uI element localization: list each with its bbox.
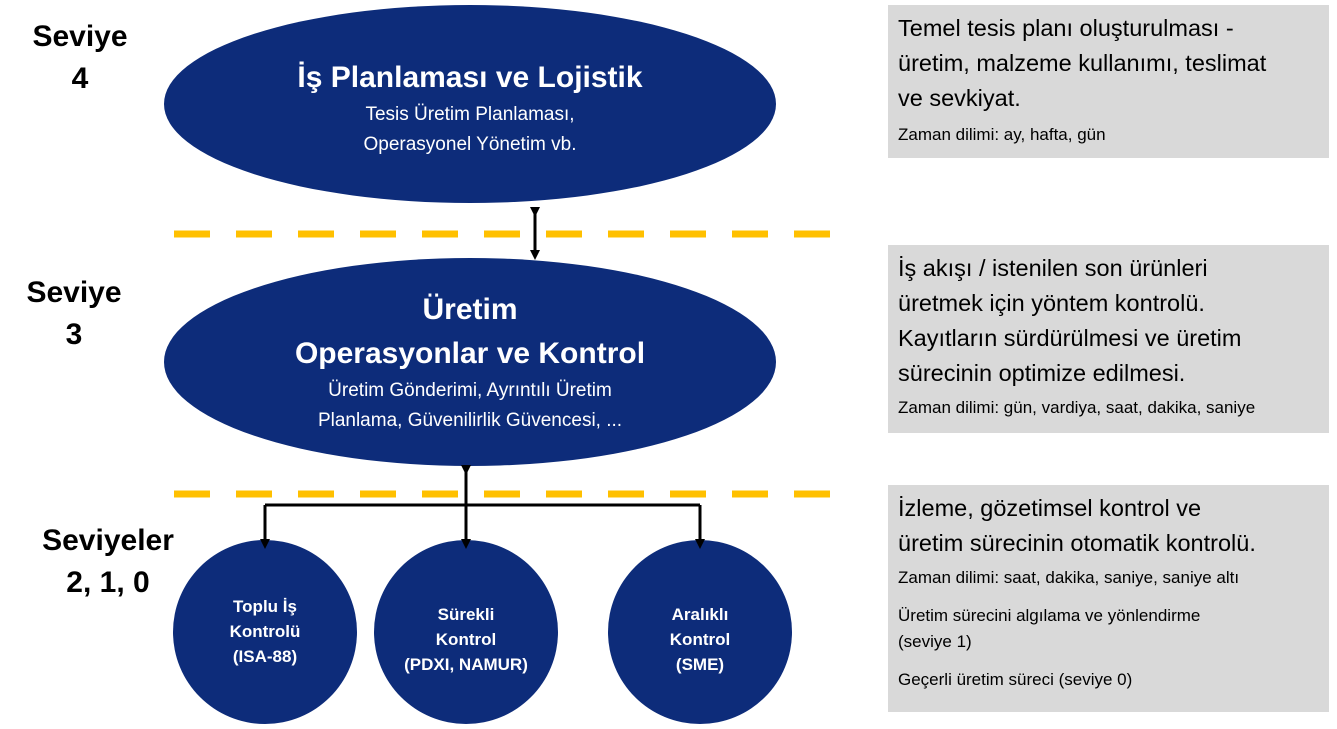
level-1-sensing-line1: Üretim sürecini algılama ve yönlendirme	[898, 606, 1201, 625]
planning-node-text: İş Planlaması ve Lojistik Tesis Üretim P…	[230, 56, 710, 160]
level-3-info-box: İş akışı / istenilen son ürünleri üretme…	[888, 245, 1329, 433]
discrete-control-line3: (SME)	[675, 655, 725, 674]
operations-node-text: Üretim Operasyonlar ve Kontrol Üretim Gö…	[230, 288, 710, 436]
continuous-control-text: Sürekli Kontrol (PDXI, NAMUR)	[376, 602, 556, 677]
batch-control-circle	[173, 540, 357, 724]
level-4-description: Temel tesis planı oluşturulması - üretim…	[898, 11, 1319, 116]
level-4-description-line3: ve sevkiyat.	[898, 85, 1021, 111]
continuous-control-line1: Sürekli	[437, 605, 495, 624]
planning-ellipse	[164, 5, 776, 203]
level-210-description: İzleme, gözetimsel kontrol ve üretim sür…	[898, 491, 1319, 561]
level-3-description-line3: Kayıtların sürdürülmesi ve üretim	[898, 325, 1242, 351]
batch-control-line2: Kontrolü	[229, 622, 301, 641]
level-4-timeframe: Zaman dilimi: ay, hafta, gün	[898, 125, 1106, 144]
planning-subtitle-line2: Operasyonel Yönetim vb.	[363, 134, 577, 155]
operations-ellipse	[164, 258, 776, 466]
level-3-description: İş akışı / istenilen son ürünleri üretme…	[898, 251, 1319, 391]
planning-title: İş Planlaması ve Lojistik	[297, 61, 643, 94]
batch-control-line3: (ISA-88)	[232, 647, 298, 666]
level-4-label-line1: Seviye	[32, 20, 128, 53]
batch-control-line1: Toplu İş	[233, 597, 297, 616]
level-3-label: Seviye 3	[14, 272, 134, 356]
level-4-label: Seviye 4	[20, 16, 140, 100]
level-210-description-line1: İzleme, gözetimsel kontrol ve	[898, 495, 1202, 521]
level-3-description-line4: sürecinin optimize edilmesi.	[898, 360, 1186, 386]
level-0-process: Geçerli üretim süreci (seviye 0)	[898, 670, 1133, 689]
level-3-description-line2: üretmek için yöntem kontrolü.	[898, 290, 1205, 316]
level-210-label-line1: Seviyeler	[42, 524, 174, 557]
level-4-description-line1: Temel tesis planı oluşturulması -	[898, 15, 1234, 41]
level-3-label-line1: Seviye	[26, 276, 122, 309]
level-3-timeframe: Zaman dilimi: gün, vardiya, saat, dakika…	[898, 398, 1256, 417]
continuous-control-line2: Kontrol	[435, 630, 497, 649]
level-210-timeframe: Zaman dilimi: saat, dakika, saniye, sani…	[898, 568, 1240, 587]
level-210-label-line2: 2, 1, 0	[66, 566, 150, 599]
operations-subtitle-line1: Üretim Gönderimi, Ayrıntılı Üretim	[328, 380, 612, 401]
level-4-description-line2: üretim, malzeme kullanımı, teslimat	[898, 50, 1267, 76]
planning-subtitle-line1: Tesis Üretim Planlaması,	[365, 104, 575, 125]
operations-title-line1: Üretim	[422, 293, 518, 326]
level-210-description-line2: üretim sürecinin otomatik kontrolü.	[898, 530, 1256, 556]
level-210-info-box: İzleme, gözetimsel kontrol ve üretim sür…	[888, 485, 1329, 712]
level-4-label-line2: 4	[71, 62, 89, 95]
level-4-info-box: Temel tesis planı oluşturulması - üretim…	[888, 5, 1329, 158]
discrete-control-line2: Kontrol	[669, 630, 731, 649]
continuous-control-circle	[374, 540, 558, 724]
batch-control-text: Toplu İş Kontrolü (ISA-88)	[185, 594, 345, 669]
level-1-sensing: Üretim sürecini algılama ve yönlendirme …	[898, 603, 1319, 655]
discrete-control-circle	[608, 540, 792, 724]
operations-title-line2: Operasyonlar ve Kontrol	[294, 337, 646, 370]
continuous-control-line3: (PDXI, NAMUR)	[404, 655, 528, 674]
operations-subtitle-line2: Planlama, Güvenilirlik Güvencesi, ...	[317, 410, 623, 431]
discrete-control-line1: Aralıklı	[671, 605, 729, 624]
level-1-sensing-line2: (seviye 1)	[898, 632, 972, 651]
level-210-label: Seviyeler 2, 1, 0	[28, 520, 188, 604]
level-3-description-line1: İş akışı / istenilen son ürünleri	[898, 255, 1208, 281]
level-3-label-line2: 3	[65, 318, 83, 351]
discrete-control-text: Aralıklı Kontrol (SME)	[620, 602, 780, 677]
